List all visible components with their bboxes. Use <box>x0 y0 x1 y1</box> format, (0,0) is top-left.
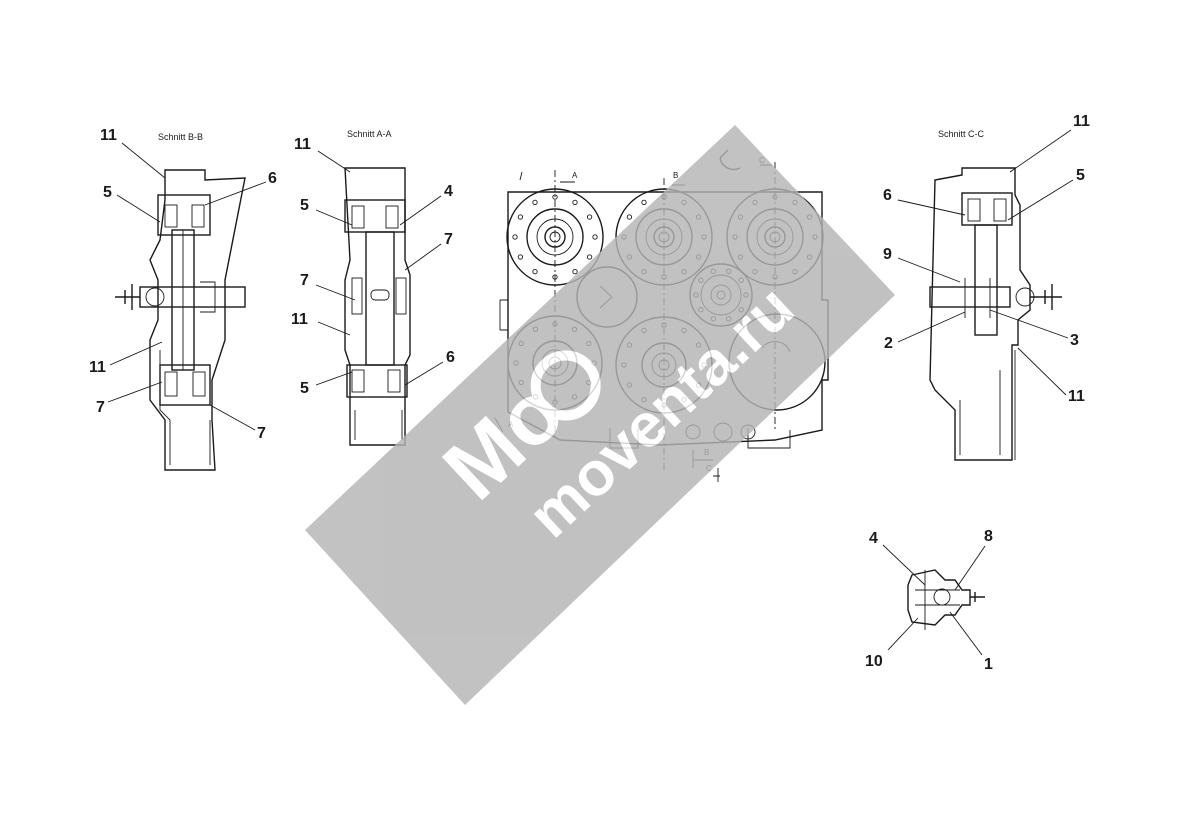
callout-11: 11 <box>1073 113 1090 130</box>
callout-9: 9 <box>883 246 892 263</box>
watermark-band <box>305 125 895 705</box>
section-cc-title: Schnitt C-C <box>938 129 985 139</box>
detail-view: 4 8 10 1 <box>865 528 993 673</box>
section-bb-title: Schnitt B-B <box>158 132 203 142</box>
bolt-hole <box>586 254 593 260</box>
callout-8: 8 <box>984 528 993 545</box>
bolt-hole <box>572 199 578 206</box>
bolt-hole <box>552 194 558 200</box>
section-aa-view: Schnitt A-A 11 5 4 7 7 11 6 5 <box>291 129 455 446</box>
watermark: Mo moventa.ru <box>305 125 895 705</box>
section-marker-b: B <box>673 171 678 180</box>
bolt-hole <box>532 268 538 275</box>
callout-1: 1 <box>984 656 993 673</box>
bolt-hole <box>512 234 518 240</box>
bolt-hole <box>572 268 578 275</box>
callout-11: 11 <box>294 136 311 153</box>
bolt-hole <box>626 214 633 220</box>
callout-11: 11 <box>89 359 106 376</box>
callout-4: 4 <box>869 530 878 547</box>
callout-2: 2 <box>884 335 893 352</box>
callout-11: 11 <box>100 127 117 144</box>
callout-7: 7 <box>300 272 309 289</box>
bolt-hole <box>532 199 538 206</box>
callout-10: 10 <box>865 653 883 670</box>
callout-5: 5 <box>300 197 309 214</box>
callout-7: 7 <box>257 425 266 442</box>
callout-6: 6 <box>446 349 455 366</box>
bolt-hole <box>552 274 558 280</box>
section-aa-title: Schnitt A-A <box>347 129 392 139</box>
bolt-hole <box>517 254 524 260</box>
callout-11: 11 <box>1068 388 1085 405</box>
callout-5: 5 <box>300 380 309 397</box>
watermark-logo-icon <box>530 350 601 421</box>
callout-4: 4 <box>444 183 453 200</box>
callout-7: 7 <box>96 399 105 416</box>
section-bb-view: Schnitt B-B 11 6 5 11 7 7 <box>89 127 277 471</box>
section-marker-a: A <box>572 171 578 180</box>
section-cc-view: Schnitt C-C 11 6 5 9 2 3 11 <box>883 113 1090 461</box>
callout-7: 7 <box>444 231 453 248</box>
gear-wheel <box>506 188 604 286</box>
callout-5: 5 <box>103 184 112 201</box>
bolt-hole <box>586 214 593 220</box>
bolt-hole <box>592 234 598 240</box>
bolt-hole <box>517 214 524 220</box>
bolt-hole <box>641 199 647 206</box>
callout-3: 3 <box>1070 332 1079 349</box>
callout-6: 6 <box>883 187 892 204</box>
callout-11: 11 <box>291 311 308 328</box>
callout-6: 6 <box>268 170 277 187</box>
callout-5: 5 <box>1076 167 1085 184</box>
